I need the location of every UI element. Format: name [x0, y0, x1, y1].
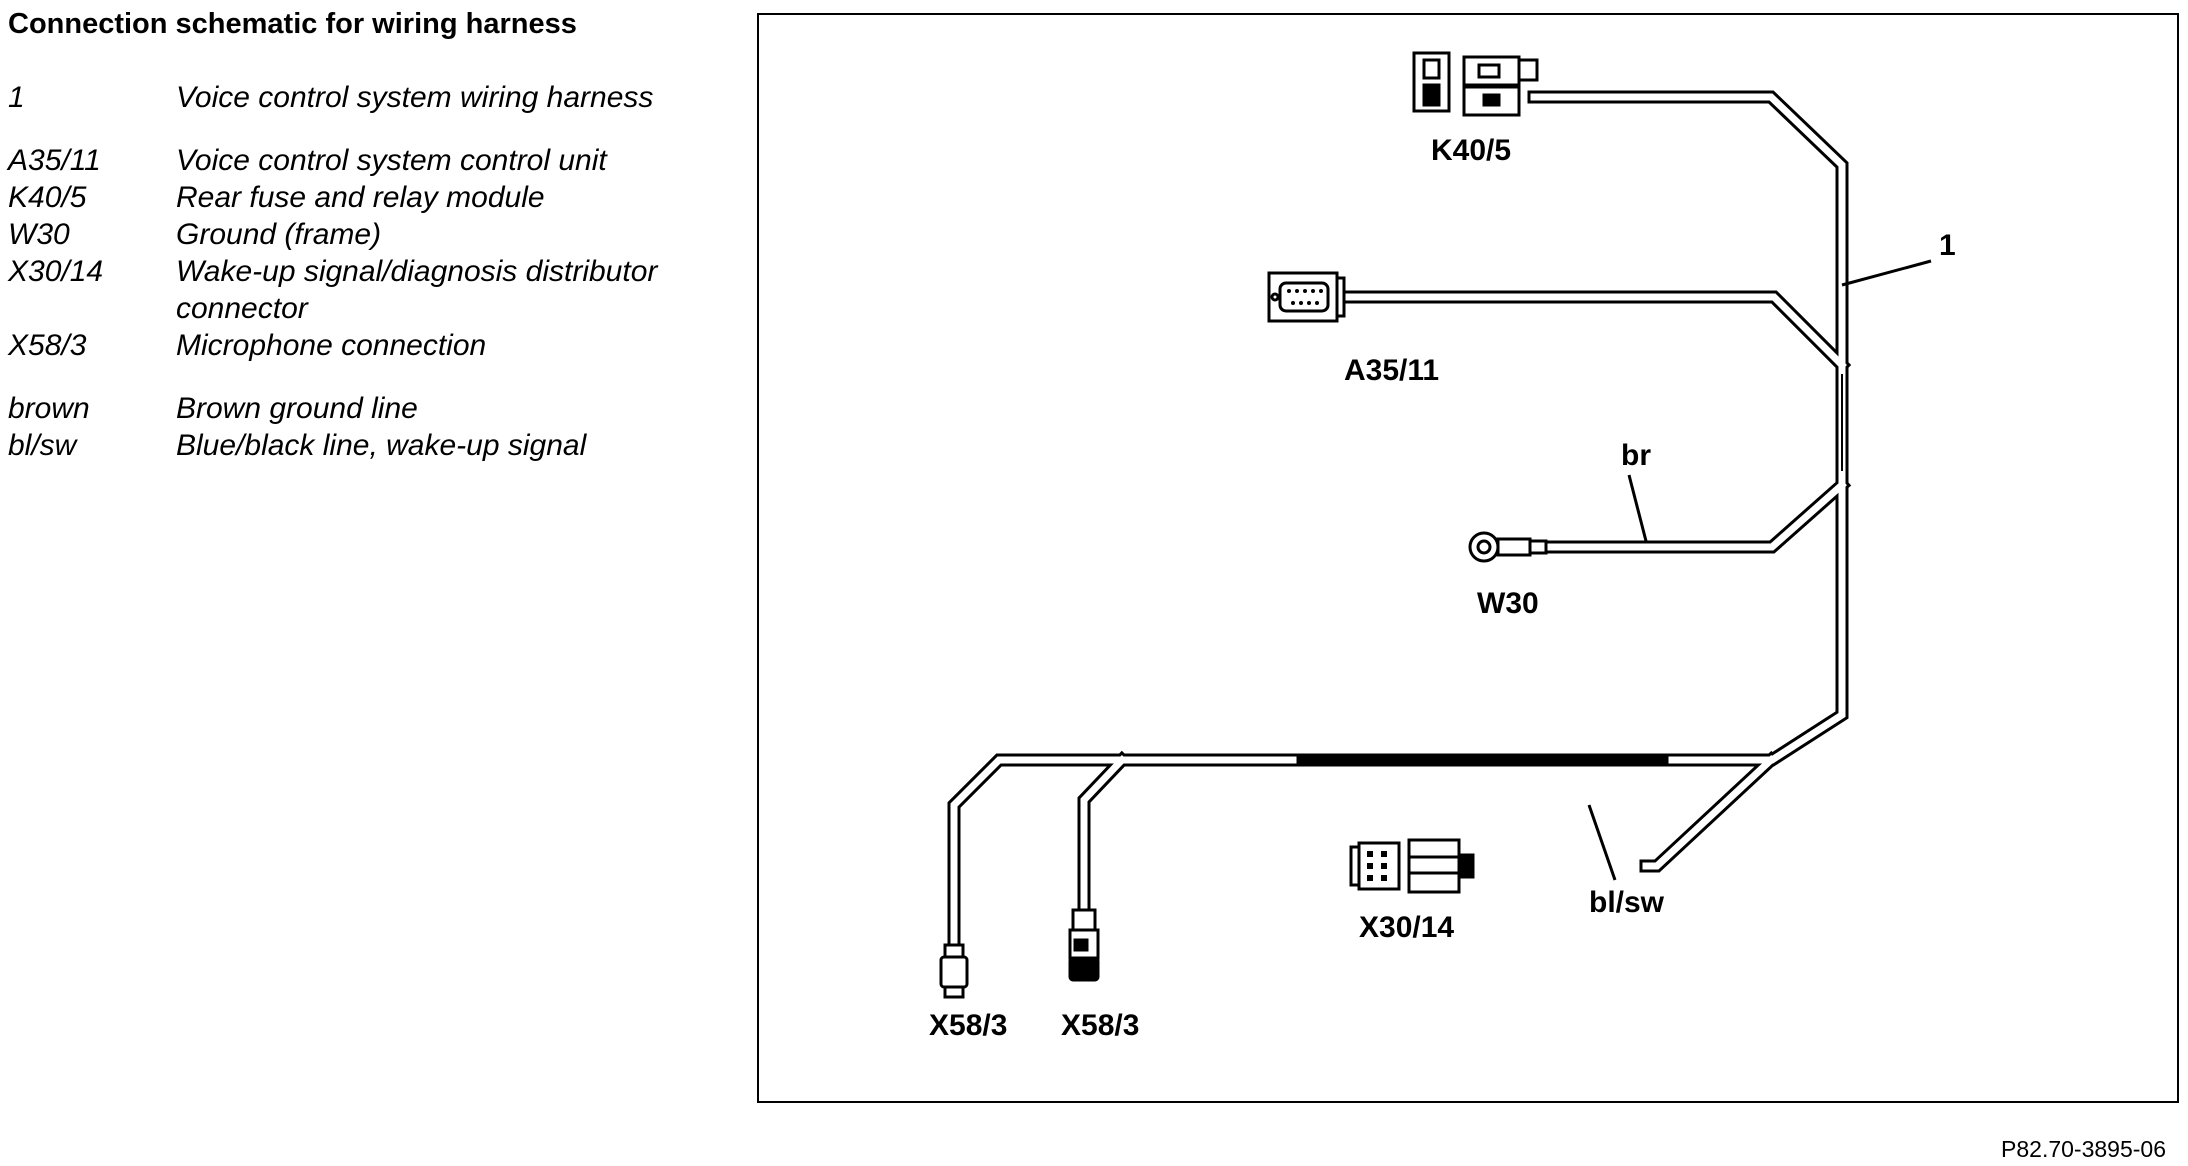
legend-key: 1 [8, 81, 25, 114]
blsw-callout-line [1587, 804, 1617, 881]
legend-desc: Microphone connection [176, 329, 487, 362]
x30-connector-icon [1349, 838, 1475, 894]
document-id: P82.70-3895-06 [2001, 1136, 2166, 1162]
a35-label: A35/11 [1344, 354, 1439, 387]
x58-left-label: X58/3 [929, 1009, 1007, 1042]
br-label: br [1621, 439, 1651, 472]
w30-label: W30 [1477, 587, 1539, 620]
harness-callout-line [1841, 259, 1932, 287]
legend-item: A35/11 Voice control system control unit [8, 142, 708, 179]
legend-key: brown [8, 392, 90, 425]
legend-desc: Ground (frame) [176, 218, 382, 251]
blsw-label: bl/sw [1589, 886, 1665, 919]
x58-right-label: X58/3 [1061, 1009, 1139, 1042]
legend: Connection schematic for wiring harness … [8, 8, 708, 464]
legend-desc: Rear fuse and relay module [176, 181, 545, 214]
legend-desc: Wake-up signal/diagnosis distributor con… [176, 255, 658, 325]
legend-item: bl/sw Blue/black line, wake-up signal [8, 427, 708, 464]
legend-desc: Voice control system wiring harness [176, 81, 654, 114]
a35-connector-icon [1267, 271, 1346, 323]
k40-connector-icon [1412, 51, 1539, 117]
legend-item: X30/14 Wake-up signal/diagnosis distribu… [8, 253, 708, 327]
legend-desc: Voice control system control unit [176, 144, 607, 177]
legend-item: 1 Voice control system wiring harness [8, 79, 708, 116]
harness-callout-label: 1 [1939, 229, 1956, 262]
legend-key: K40/5 [8, 181, 87, 214]
br-callout-line [1627, 474, 1648, 542]
legend-desc: Blue/black line, wake-up signal [176, 429, 587, 462]
legend-desc: Brown ground line [176, 392, 418, 425]
legend-key: X30/14 [8, 255, 104, 288]
x58-left-connector-icon [939, 943, 969, 999]
legend-item: K40/5 Rear fuse and relay module [8, 179, 708, 216]
legend-item: brown Brown ground line [8, 390, 708, 427]
x30-label: X30/14 [1359, 911, 1454, 944]
x58-right-connector-icon [1068, 908, 1100, 982]
wiring-diagram: K40/5 A35/11 W30 [929, 51, 1956, 1042]
legend-title: Connection schematic for wiring harness [8, 8, 577, 40]
legend-key: X58/3 [8, 329, 87, 362]
k40-label: K40/5 [1431, 134, 1511, 167]
legend-key: bl/sw [8, 429, 77, 462]
diagram-frame: K40/5 A35/11 W30 [757, 13, 2179, 1103]
legend-key: A35/11 [8, 144, 101, 177]
harness-interior [950, 93, 1847, 949]
legend-key: W30 [8, 218, 70, 251]
ground-ring-icon [1468, 531, 1548, 563]
legend-item: X58/3 Microphone connection [8, 327, 708, 364]
legend-item: W30 Ground (frame) [8, 216, 708, 253]
